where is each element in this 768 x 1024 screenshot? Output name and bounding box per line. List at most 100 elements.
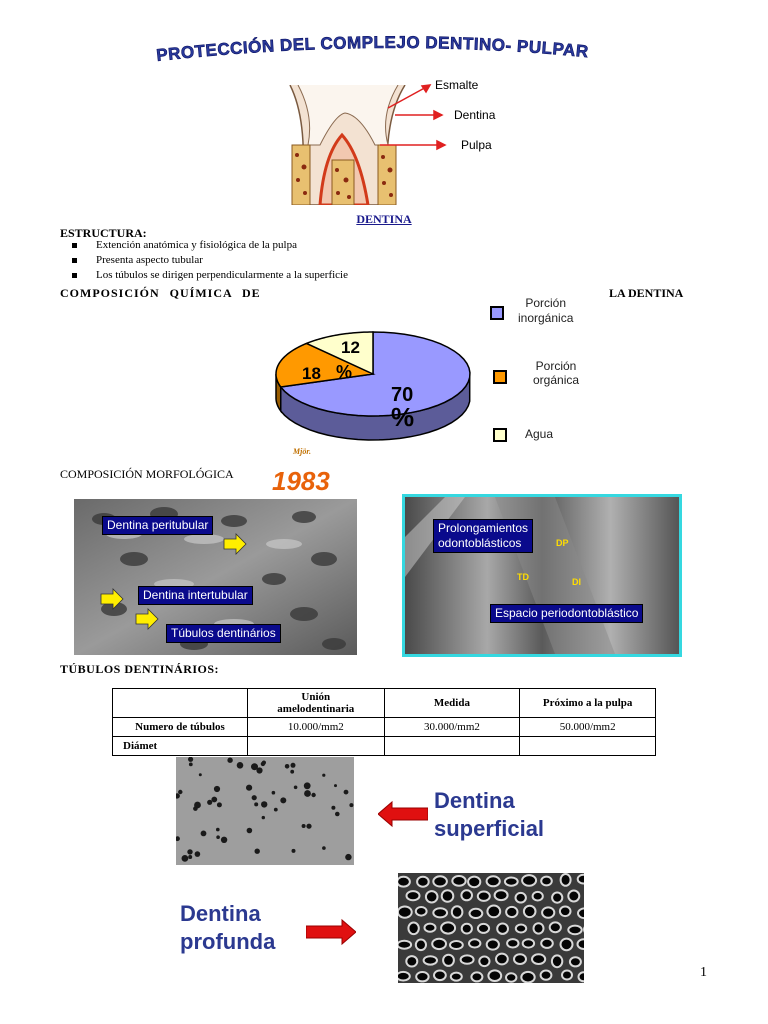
pore (176, 793, 180, 799)
pore (540, 937, 554, 949)
pore (422, 955, 438, 966)
pore (459, 954, 475, 965)
pore (531, 953, 547, 965)
pore (514, 923, 528, 934)
svg-text:PROTECCIÓN DEL COMPLEJO DENTIN: PROTECCIÓN DEL COMPLEJO DENTINO- PULPAR (155, 33, 589, 65)
pore (487, 969, 503, 982)
pore (476, 922, 491, 934)
table-cell: 50.000/mm2 (519, 717, 656, 737)
pie-label-18: 18 (302, 364, 321, 383)
pore (550, 954, 564, 969)
tooth-label-arrows (380, 84, 447, 151)
tubulos-table: Unión amelodentinaria Medida Próximo a l… (112, 688, 656, 756)
pore (551, 891, 564, 904)
pore (432, 875, 448, 888)
pore (216, 827, 220, 832)
table-cell: 10.000/mm2 (246, 717, 385, 737)
pore (431, 937, 447, 951)
pore (254, 802, 259, 807)
label-esmalte: Esmalte (435, 78, 479, 92)
composicion-quimica-heading: COMPOSICIÓN QUÍMICA DE (60, 286, 261, 300)
sem-tag-di: DI (572, 577, 581, 587)
legend-label-inorganica: Porción inorgánica (518, 296, 574, 325)
pie-chart (275, 331, 471, 441)
pore (290, 762, 296, 768)
pore (577, 971, 584, 983)
pore (193, 806, 198, 811)
pore (334, 784, 337, 788)
pore (271, 790, 276, 795)
pore (577, 907, 584, 920)
pore (539, 969, 553, 981)
pore (290, 769, 295, 774)
pore (576, 873, 584, 885)
pore (322, 773, 326, 777)
sem-tag-dp: DP (556, 538, 569, 548)
pore (424, 890, 439, 904)
table-row: Diámet (112, 736, 656, 756)
pore (467, 875, 482, 889)
pore (251, 795, 257, 801)
sem-label-intertubular: Dentina intertubular (138, 586, 253, 605)
pore (414, 906, 428, 917)
pore (505, 972, 518, 983)
sem-label-espacio: Espacio periodontoblástico (490, 604, 644, 623)
chart-credit: Mjör. (293, 447, 312, 456)
pore (470, 971, 484, 983)
pie-slice (304, 331, 374, 376)
pore (486, 904, 502, 919)
pore (460, 922, 473, 935)
pore (506, 938, 520, 949)
pore (306, 823, 312, 829)
pore (188, 757, 194, 762)
pore (540, 875, 553, 887)
pore (213, 785, 221, 793)
pore (503, 876, 519, 887)
sem-tag-td: TD (517, 572, 529, 582)
pore (416, 875, 430, 888)
label-dentina-superficial: Dentina superficial (434, 788, 545, 841)
pore (522, 904, 537, 919)
arrow-left-icon (378, 800, 428, 828)
pore (521, 874, 538, 887)
pore (273, 807, 278, 812)
pore (485, 938, 500, 951)
pore (423, 922, 437, 933)
legend-swatch-organica (493, 370, 507, 384)
pore (301, 824, 306, 828)
pore (200, 830, 207, 837)
pie-label-12: 12 (341, 338, 360, 357)
pore (460, 889, 473, 902)
pore (559, 937, 574, 952)
sem-label-prolongamientos: Prolongamientos odontoblásticos (433, 519, 534, 553)
pie-slice (275, 342, 376, 388)
pore (260, 761, 266, 767)
pore (495, 952, 509, 966)
sem-image-prolongamientos: Prolongamientos odontoblásticos Espacio … (402, 494, 682, 657)
pore (558, 905, 572, 918)
pore (304, 790, 311, 797)
pore (343, 789, 349, 795)
table-cell (383, 736, 521, 756)
pore (513, 953, 527, 965)
pore (284, 764, 290, 769)
pore (398, 905, 413, 919)
table-cell (246, 736, 385, 756)
image-dentina-profunda (398, 873, 584, 983)
pore (254, 848, 260, 854)
pore (256, 767, 263, 774)
table-header-cell: Próximo a la pulpa (519, 688, 656, 718)
pore (220, 836, 228, 843)
pore (398, 875, 411, 888)
pore (433, 969, 447, 982)
pore (531, 890, 544, 902)
pore (468, 938, 482, 949)
table-cell: Numero de túbulos (112, 717, 248, 737)
pore (398, 939, 413, 950)
pore (176, 836, 180, 842)
pore (261, 801, 268, 808)
pore (251, 763, 258, 771)
page-number: 1 (700, 965, 707, 980)
pore (496, 922, 509, 935)
pore (476, 890, 491, 902)
